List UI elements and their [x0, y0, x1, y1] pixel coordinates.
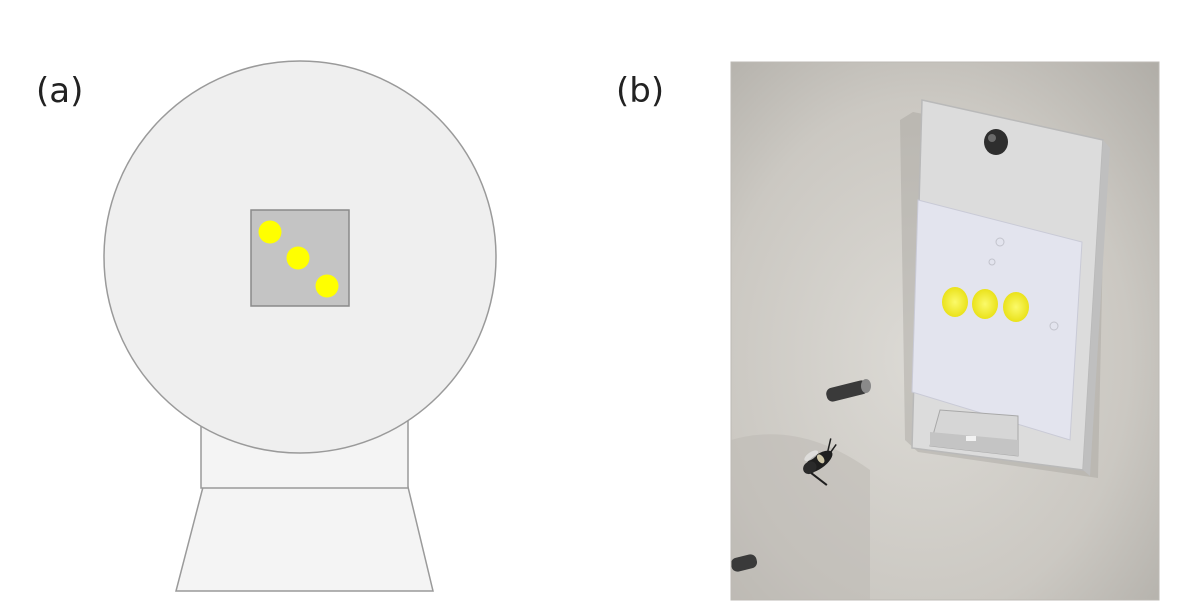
stimulus-dot — [315, 274, 339, 298]
wall-peg — [826, 380, 868, 402]
wall-shadow — [731, 434, 870, 600]
top-knob — [984, 129, 1008, 155]
card-mark — [988, 258, 996, 266]
top-knob-highlight — [988, 134, 996, 142]
platform-mark — [966, 436, 976, 441]
mounting-panel-edge — [1083, 140, 1110, 476]
photo-frame — [730, 61, 1160, 601]
panel-b-label: (b) — [616, 71, 665, 111]
stimulus-dot — [286, 246, 310, 270]
stand-base — [175, 486, 434, 592]
wall-peg — [731, 554, 758, 572]
photo-stimulus-dot — [1003, 292, 1029, 322]
landing-platform-top — [930, 432, 1018, 456]
card-mark — [995, 237, 1005, 247]
panel-a-schematic — [103, 60, 497, 592]
photo-stimulus-dot — [942, 287, 968, 317]
photo-stimulus-dot — [972, 289, 998, 319]
card-mark — [1049, 321, 1059, 331]
bee-icon — [803, 438, 837, 486]
panel-a-label: (a) — [36, 71, 84, 111]
panel-b-photo — [731, 62, 1159, 600]
wall-peg-tip — [861, 379, 871, 393]
stimulus-dot — [258, 220, 282, 244]
stimulus-card — [911, 199, 1083, 441]
